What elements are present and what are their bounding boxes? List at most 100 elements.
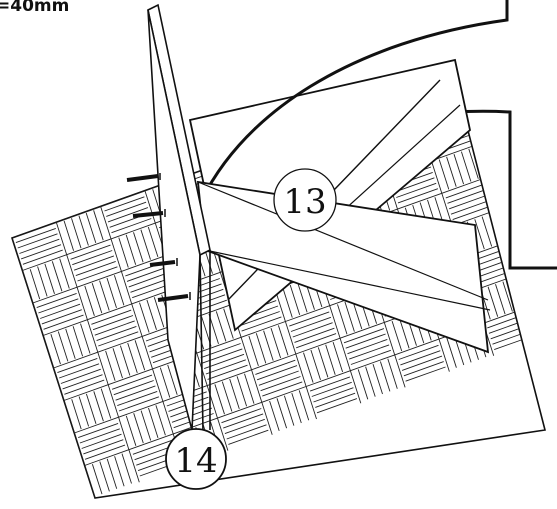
weave-line <box>207 364 248 380</box>
weave-line <box>317 347 329 378</box>
weave-line <box>113 275 125 306</box>
weave-line <box>215 311 227 342</box>
weave-line <box>72 250 113 266</box>
weave-line <box>229 378 240 410</box>
weave-line <box>141 336 153 370</box>
weave-line <box>91 283 103 314</box>
weave-line <box>438 338 450 372</box>
weave-line <box>474 219 485 250</box>
weave-line <box>106 277 117 309</box>
weave-line <box>63 400 75 434</box>
weave-line <box>460 151 472 182</box>
weave-line <box>159 367 171 398</box>
weave-line <box>80 323 91 354</box>
weave-line <box>139 302 150 333</box>
weave-line <box>37 266 48 297</box>
weave-line <box>350 354 395 372</box>
weave-line <box>110 222 156 240</box>
weave-line <box>450 199 491 215</box>
weave-line <box>289 311 330 327</box>
weave-line <box>255 333 267 364</box>
weave-line <box>277 325 289 356</box>
weave-line <box>240 321 286 338</box>
weave-line <box>401 355 443 371</box>
weave-line <box>100 388 112 419</box>
weave-line <box>349 370 362 404</box>
weave-line <box>32 286 78 304</box>
weave-line <box>397 192 442 210</box>
weave-line <box>118 237 129 268</box>
weave-line <box>332 341 344 373</box>
weave-line <box>282 287 293 318</box>
weave-line <box>110 238 122 272</box>
weave-line <box>72 326 84 357</box>
weave-line <box>241 316 282 332</box>
weave-line <box>128 272 169 288</box>
weave-line <box>372 363 383 395</box>
weave-line <box>453 154 465 185</box>
weave-line <box>134 340 146 371</box>
arc-upper <box>191 0 509 221</box>
bolt-3 <box>149 258 178 267</box>
weave-line <box>105 350 116 381</box>
weave-line <box>78 215 89 246</box>
weave-line <box>217 417 229 451</box>
weave-line <box>329 305 341 339</box>
weave-line <box>53 351 98 369</box>
weave-line <box>133 232 144 263</box>
weave-line <box>93 210 104 241</box>
weave-line <box>77 266 118 282</box>
weave-line <box>292 322 333 338</box>
support-post <box>199 254 204 433</box>
weave-line <box>43 314 84 330</box>
weave-line <box>481 216 493 247</box>
weave-line <box>311 381 352 397</box>
weave-line <box>339 321 385 339</box>
weave-line <box>310 349 321 381</box>
weave-line <box>495 284 506 315</box>
weave-line <box>64 379 105 395</box>
weave-line <box>294 327 335 343</box>
weave-line <box>283 395 295 426</box>
weave-line <box>379 361 391 392</box>
weave-line <box>399 318 410 349</box>
weave-line <box>63 220 75 251</box>
weave-line <box>128 449 140 483</box>
weave-line <box>20 244 62 260</box>
weave-line <box>22 254 67 271</box>
weave-line <box>57 331 69 362</box>
weave-line <box>236 376 248 407</box>
weave-line <box>125 415 137 446</box>
weave-line <box>65 328 76 359</box>
weave-line <box>391 320 403 352</box>
weave-line <box>40 303 81 319</box>
weave-line <box>118 396 160 412</box>
weave-line <box>66 254 78 288</box>
weave-line <box>284 321 297 355</box>
weave-line <box>258 370 299 386</box>
weave-line <box>106 201 147 217</box>
weave-line <box>153 297 165 328</box>
weave-line <box>468 148 479 179</box>
weave-line <box>305 386 317 420</box>
weave-line <box>387 358 398 389</box>
weave-line <box>15 227 56 244</box>
weave-line <box>127 342 138 374</box>
weave-line <box>343 328 385 344</box>
weave-line <box>107 384 120 418</box>
weave-line <box>114 456 125 487</box>
weave-line <box>155 405 166 436</box>
weave-line <box>446 337 457 368</box>
weave-line <box>96 325 137 342</box>
weave-line <box>207 369 252 387</box>
weave-line <box>226 424 267 440</box>
weave-line <box>262 381 303 397</box>
bolt-1 <box>126 173 161 182</box>
weave-line <box>38 298 79 314</box>
weave-line <box>394 338 440 356</box>
weave-line <box>76 270 122 288</box>
weave-line <box>100 206 112 240</box>
weave-line <box>86 319 99 353</box>
weave-line <box>298 390 310 421</box>
weave-line <box>133 413 144 444</box>
